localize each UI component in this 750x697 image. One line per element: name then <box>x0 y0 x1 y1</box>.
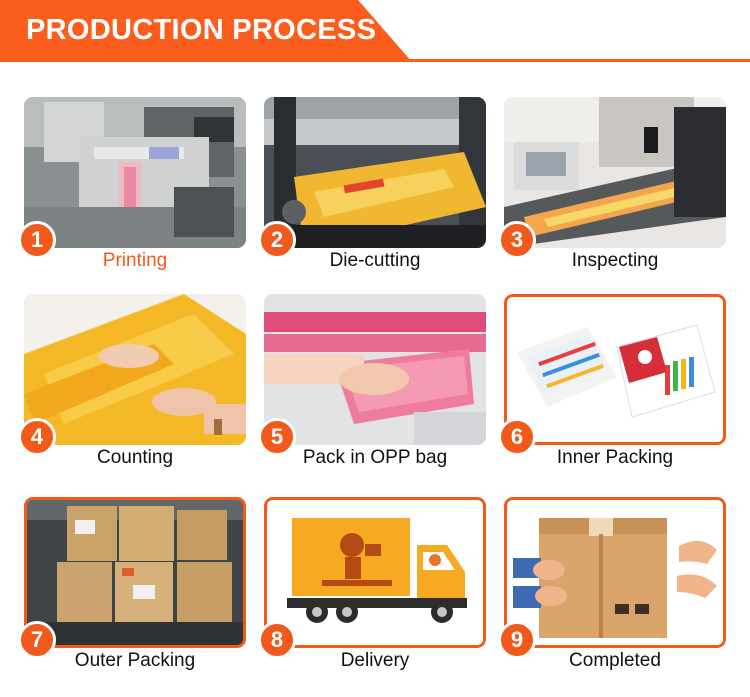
printing-machine-photo <box>24 97 246 248</box>
gift-box-photo <box>507 297 723 442</box>
step-card-printing: 1 Printing <box>18 97 246 271</box>
step-number-badge: 3 <box>498 221 536 259</box>
step-card-die-cutting: 2 Die-cutting <box>258 97 486 271</box>
inner-packing-photo <box>504 294 726 445</box>
step-label: Outer Packing <box>74 650 196 671</box>
step-card-counting: 4 Counting <box>18 294 246 468</box>
step-number-badge: 7 <box>18 621 56 659</box>
page-header: PRODUCTION PROCESS <box>0 0 750 64</box>
step-card-outer-packing: 7 Outer Packing <box>18 497 246 671</box>
step-number-badge: 1 <box>18 221 56 259</box>
opp-bag-photo <box>264 294 486 445</box>
step-number-badge: 2 <box>258 221 296 259</box>
step-label: Pack in OPP bag <box>302 447 448 468</box>
counting-photo <box>24 294 246 445</box>
header-underline <box>0 59 750 62</box>
step-card-completed: 9 Completed <box>498 497 726 671</box>
header-banner <box>0 0 412 62</box>
step-number-badge: 6 <box>498 418 536 456</box>
step-label: Inspecting <box>571 250 659 271</box>
step-label: Inner Packing <box>556 447 674 468</box>
step-label: Printing <box>102 250 168 271</box>
completed-illustration <box>504 497 726 648</box>
step-card-pack-opp: 5 Pack in OPP bag <box>258 294 486 468</box>
step-card-delivery: 8 Delivery <box>258 497 486 671</box>
step-label: Counting <box>96 447 174 468</box>
carton-boxes-photo <box>27 500 243 645</box>
step-card-inner-packing: 6 Inner Packing <box>498 294 726 468</box>
box-handover-icon <box>507 500 723 645</box>
delivery-truck-icon <box>267 500 483 645</box>
page-title: PRODUCTION PROCESS <box>26 14 377 46</box>
step-number-badge: 8 <box>258 621 296 659</box>
step-number-badge: 9 <box>498 621 536 659</box>
counting-hands-photo <box>24 294 246 445</box>
pack-opp-photo <box>264 294 486 445</box>
step-label: Completed <box>569 650 661 671</box>
inspecting-photo <box>504 97 726 248</box>
die-cutting-machine-photo <box>264 97 486 248</box>
inspection-machine-photo <box>504 97 726 248</box>
step-number-badge: 4 <box>18 418 56 456</box>
step-label: Die-cutting <box>329 250 421 271</box>
outer-packing-photo <box>24 497 246 648</box>
step-card-inspecting: 3 Inspecting <box>498 97 726 271</box>
step-label: Delivery <box>340 650 410 671</box>
delivery-illustration <box>264 497 486 648</box>
printing-photo <box>24 97 246 248</box>
die-cutting-photo <box>264 97 486 248</box>
step-number-badge: 5 <box>258 418 296 456</box>
